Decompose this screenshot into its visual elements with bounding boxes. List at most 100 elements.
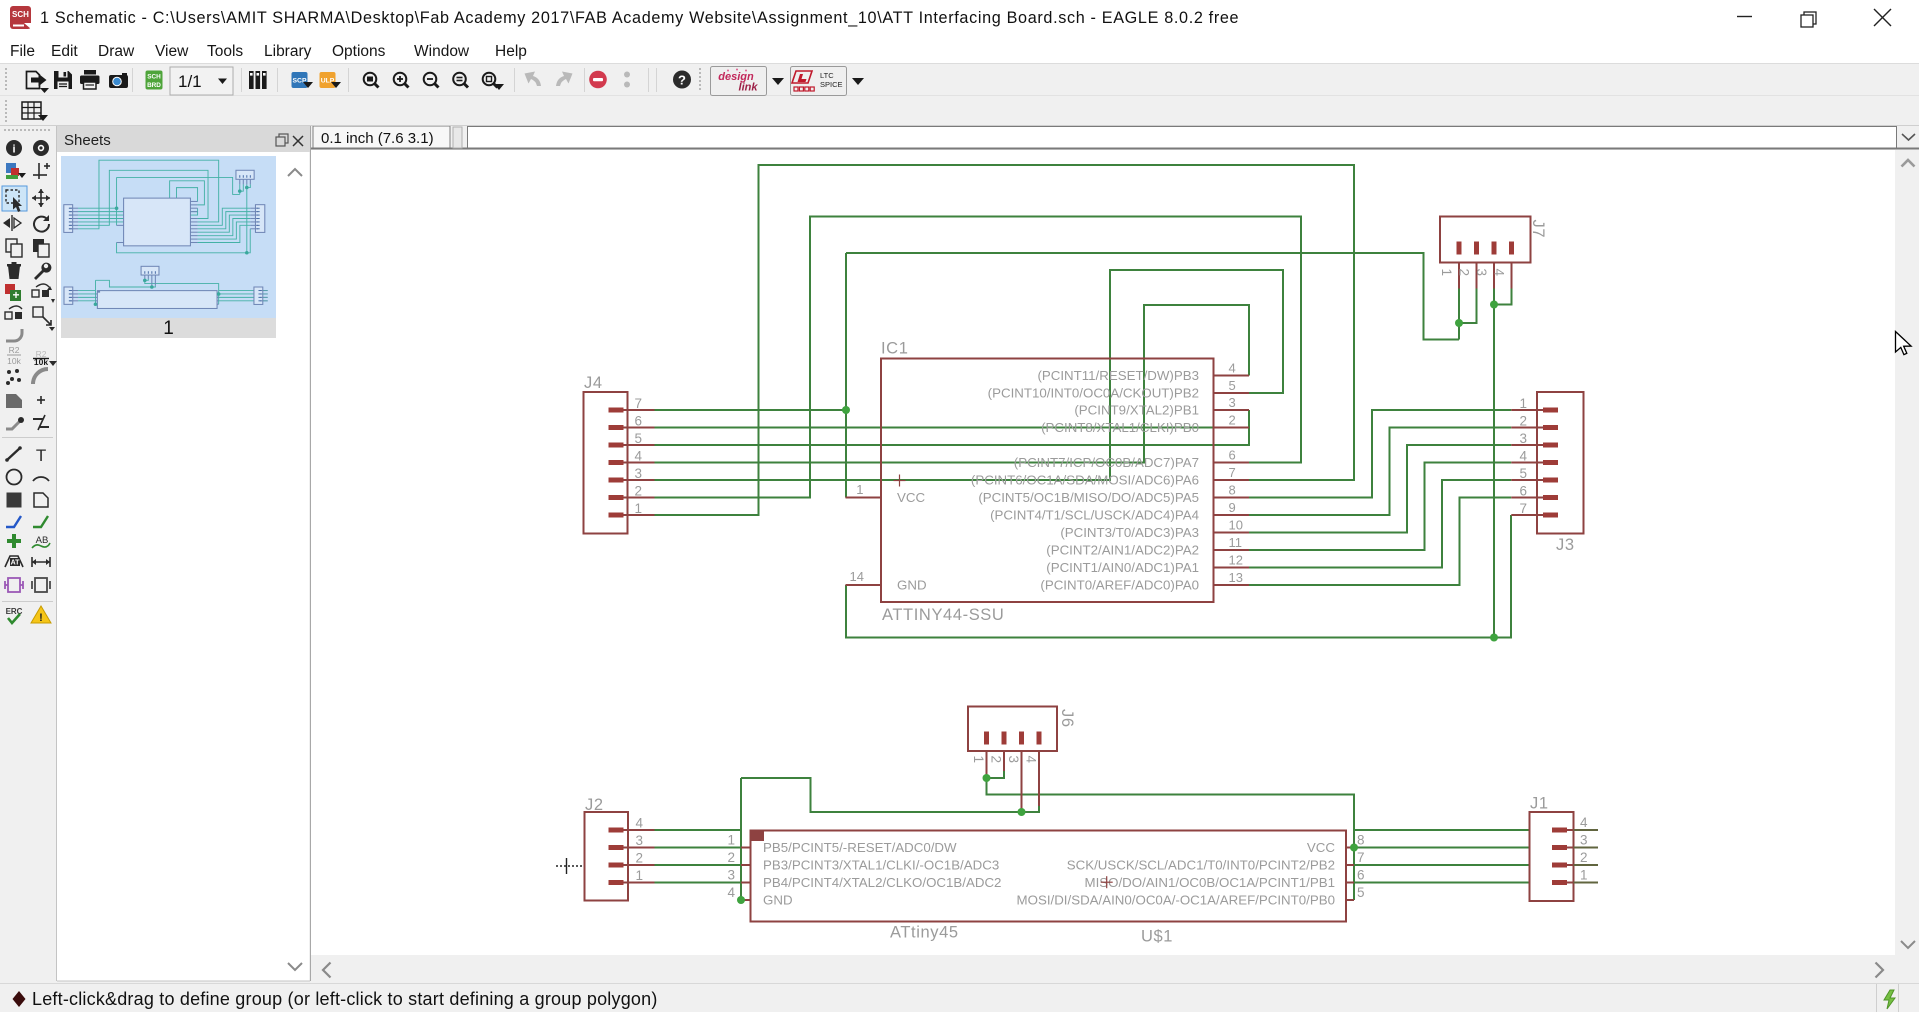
svg-text:ULP: ULP [321,78,335,85]
svg-text:3: 3 [636,833,644,848]
svg-text:SCH: SCH [12,10,29,19]
svg-text:1: 1 [1580,868,1588,883]
svg-text:10: 10 [1229,518,1243,533]
svg-text:J4: J4 [584,374,603,392]
svg-text:IC1: IC1 [881,340,908,358]
svg-text:(PCINT8/XTAL1/CLKI)PB0: (PCINT8/XTAL1/CLKI)PB0 [1041,420,1199,435]
svg-text:link: link [739,82,759,94]
svg-text:5: 5 [1519,466,1527,481]
svg-text:J6: J6 [1058,709,1076,728]
svg-text:PB4/PCINT4/XTAL2/CLKO/OC1B/ADC: PB4/PCINT4/XTAL2/CLKO/OC1B/ADC2 [763,875,1001,890]
svg-text:1: 1 [1519,396,1527,411]
svg-text:VCC: VCC [897,490,925,505]
svg-text:PB3/PCINT3/XTAL1/CLKI/-OC1B/AD: PB3/PCINT3/XTAL1/CLKI/-OC1B/ADC3 [763,858,999,873]
svg-text:Tools: Tools [207,43,243,60]
svg-text:Options: Options [332,43,386,60]
svg-text:J3: J3 [1556,536,1575,554]
svg-text:4: 4 [635,449,643,464]
svg-text:2: 2 [727,850,735,865]
svg-text:2: 2 [635,484,643,499]
svg-text:VCC: VCC [1307,840,1335,855]
svg-text:J1: J1 [1530,795,1549,813]
svg-text:(PCINT1/AIN0/ADC1)PA1: (PCINT1/AIN0/ADC1)PA1 [1046,560,1199,575]
svg-text:12: 12 [1229,553,1243,568]
svg-text:1: 1 [971,756,986,764]
svg-text:2: 2 [1457,269,1472,277]
svg-text:2: 2 [1580,850,1588,865]
svg-text:(PCINT4/T1/SCL/USCK/ADC4)PA4: (PCINT4/T1/SCL/USCK/ADC4)PA4 [990,508,1199,523]
svg-text:ATTINY44-SSU: ATTINY44-SSU [882,606,1004,624]
svg-text:14: 14 [850,569,864,584]
svg-text:Draw: Draw [98,43,135,60]
svg-text:U$1: U$1 [1141,928,1173,946]
svg-text:SCK/USCK/SCL/ADC1/T0/INT0/PCIN: SCK/USCK/SCL/ADC1/T0/INT0/PCINT2/PB2 [1067,858,1335,873]
svg-text:8: 8 [1229,483,1236,498]
svg-text:6: 6 [1519,484,1527,499]
svg-text:6: 6 [1229,448,1236,463]
svg-text:AB: AB [36,535,49,546]
svg-text:2: 2 [636,851,644,866]
svg-text:9: 9 [1229,500,1236,515]
svg-text:0.1 inch (7.6 3.1): 0.1 inch (7.6 3.1) [321,130,434,147]
svg-text:5: 5 [1229,378,1236,393]
svg-text:3: 3 [635,466,643,481]
svg-text:3: 3 [1474,269,1489,277]
svg-text:4: 4 [636,816,644,831]
svg-text:J2: J2 [585,796,604,814]
svg-text:PB5/PCINT5/-RESET/ADC0/DW: PB5/PCINT5/-RESET/ADC0/DW [763,840,957,855]
svg-text:(PCINT11/RESET/DW)PB3: (PCINT11/RESET/DW)PB3 [1037,368,1199,383]
svg-text:R2: R2 [9,345,20,355]
svg-text:ERC: ERC [6,607,23,616]
svg-text:2: 2 [989,756,1004,764]
svg-text:(PCINT5/OC1B/MISO/DO/ADC5)PA5: (PCINT5/OC1B/MISO/DO/ADC5)PA5 [978,490,1199,505]
svg-text:3: 3 [1006,756,1021,764]
svg-text:Window: Window [414,43,470,60]
svg-text:2: 2 [1519,414,1527,429]
svg-text:6: 6 [635,414,643,429]
svg-text:(PCINT6/OC1A/SDA/MOSI/ADC6)PA6: (PCINT6/OC1A/SDA/MOSI/ADC6)PA6 [971,473,1199,488]
svg-text:(PCINT10/INT0/OC0A/CKOUT)PB2: (PCINT10/INT0/OC0A/CKOUT)PB2 [988,386,1199,401]
svg-text:8: 8 [1357,833,1365,848]
svg-text:R2: R2 [36,349,47,359]
svg-text:7: 7 [1357,850,1365,865]
svg-text:BRD: BRD [147,82,161,89]
svg-text:1/1: 1/1 [178,72,202,91]
svg-text:View: View [155,43,189,60]
svg-text:4: 4 [727,885,735,900]
svg-text:MOSI/DI/SDA/AIN0/OC0A/-OC1A/AR: MOSI/DI/SDA/AIN0/OC0A/-OC1A/AREF/PCINT0/… [1017,893,1335,908]
svg-text:10k: 10k [34,357,48,367]
svg-text:3: 3 [727,868,735,883]
svg-text:T: T [36,446,46,465]
svg-text:SCH: SCH [147,74,161,81]
svg-text:(PCINT3/T0/ADC3)PA3: (PCINT3/T0/ADC3)PA3 [1060,525,1199,540]
svg-text:3: 3 [1519,431,1527,446]
svg-text:(PCINT9/XTAL2)PB1: (PCINT9/XTAL2)PB1 [1074,403,1199,418]
svg-text:1: 1 [635,501,643,516]
svg-text:4: 4 [1519,449,1527,464]
svg-text:Sheets: Sheets [64,132,111,149]
svg-text:+: + [12,288,19,302]
svg-text:10k: 10k [7,356,21,366]
svg-text:7: 7 [1519,501,1527,516]
svg-text:3: 3 [1229,395,1236,410]
svg-text:6: 6 [1357,868,1365,883]
svg-text:AT: AT [11,560,21,567]
svg-text:SPICE: SPICE [820,80,843,89]
svg-text:3: 3 [1580,833,1588,848]
svg-text:1 Schematic - C:\Users\AMIT SH: 1 Schematic - C:\Users\AMIT SHARMA\Deskt… [40,9,1239,27]
svg-text:Left-click&drag to define grou: Left-click&drag to define group (or left… [32,989,658,1009]
svg-text:LTC: LTC [820,71,834,80]
svg-text:2: 2 [1229,413,1236,428]
svg-text:(PCINT2/AIN1/ADC2)PA2: (PCINT2/AIN1/ADC2)PA2 [1046,543,1199,558]
svg-text:Help: Help [495,43,527,60]
svg-text:(PCINT0/AREF/ADC0)PA0: (PCINT0/AREF/ADC0)PA0 [1040,578,1199,593]
svg-text:Library: Library [264,43,312,60]
svg-text:J7: J7 [1529,220,1547,239]
svg-text:design: design [718,71,754,83]
svg-text:1: 1 [727,833,735,848]
svg-text:4: 4 [1492,269,1507,277]
svg-text:7: 7 [1229,465,1236,480]
svg-text:4: 4 [1024,756,1039,764]
svg-text:1: 1 [636,868,644,883]
svg-text:1: 1 [1439,269,1454,277]
